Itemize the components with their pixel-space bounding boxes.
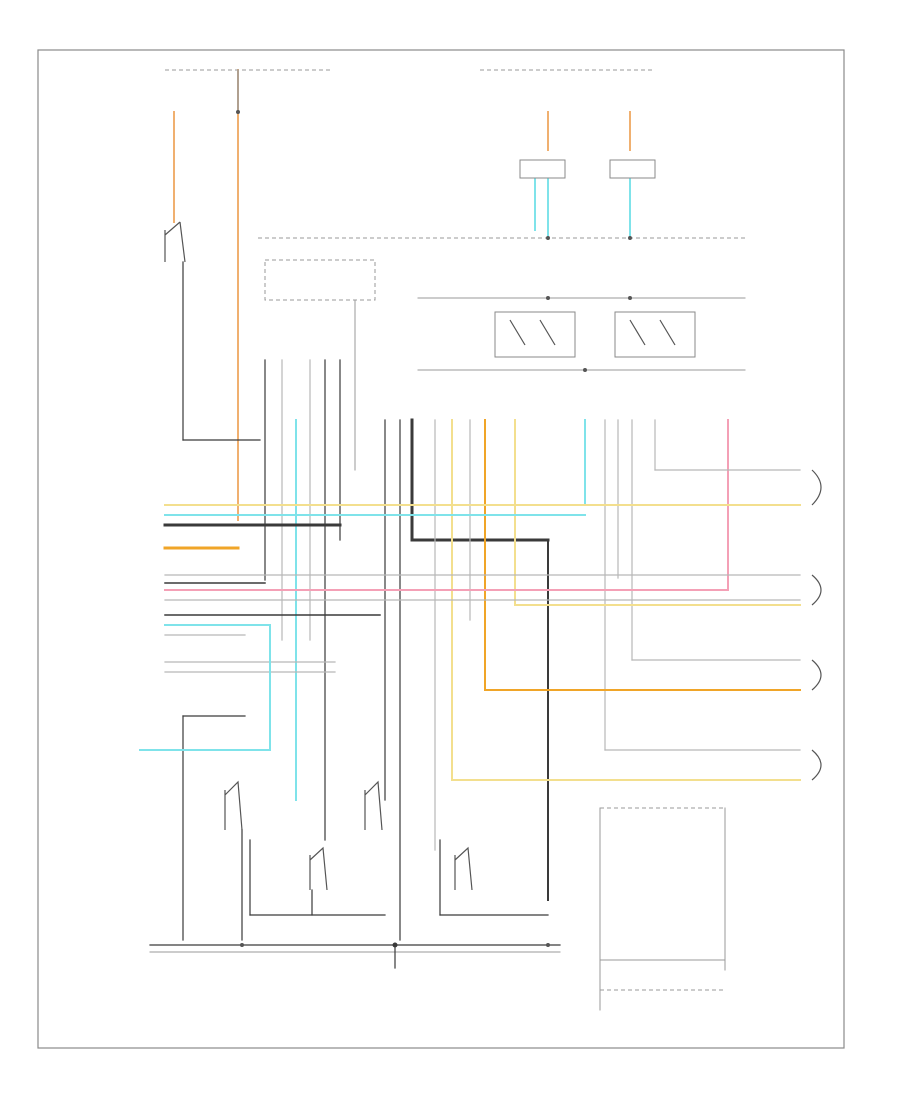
door-lock-motor-right-rear [811,749,822,781]
diagram-frame [37,49,845,1049]
courtesy-switch-left [519,111,566,239]
left-connector-wires [163,504,801,673]
module-connector-columns [264,299,729,941]
door-switch-right-rear [309,846,328,891]
relay-module-dash [264,259,376,301]
lower-right-module [599,807,726,1011]
driver-lock-switch [164,221,186,263]
door-lock-motor-right-front [811,574,822,606]
motor-feed-wires [451,469,801,781]
splice-points [236,110,632,947]
door-switch-right-front [364,780,383,831]
door-switch-left-front [454,846,473,891]
unlock-relay [614,311,696,358]
courtesy-switch-right [609,111,656,239]
door-lock-motor-left-rear [811,659,822,691]
ground-point [392,942,398,948]
lock-relay [494,311,576,358]
door-switch-left-rear [224,780,243,831]
door-lock-motor-left-front [811,469,822,506]
